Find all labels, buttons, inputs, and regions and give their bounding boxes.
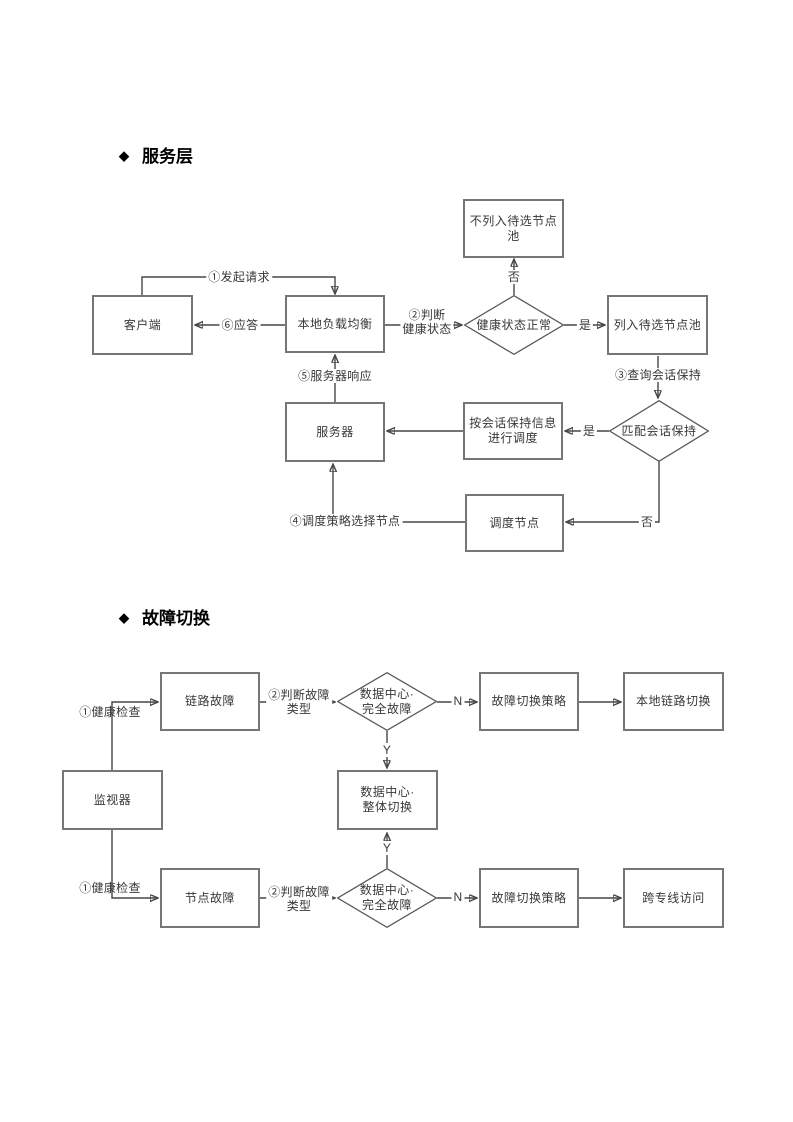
- edge-label-server-response: ⑤服务器响应: [296, 369, 374, 383]
- edge-label-no-match: 否: [638, 515, 656, 529]
- node-health-status-diamond: 健康状态正常: [464, 295, 564, 355]
- node-label: 健康状态正常: [476, 317, 552, 332]
- node-listed-pool: 列入待选节点池: [607, 295, 708, 355]
- edge-match-no-to-schedule-node: [566, 461, 660, 522]
- node-failover-strategy-top: 故障切换策略: [479, 672, 579, 731]
- diamond-shape-icon: [609, 400, 709, 462]
- node-dc-overall-switch: 数据中心· 整体切换: [337, 770, 438, 830]
- node-label: 列入待选节点池: [613, 317, 702, 332]
- edge-label-yes-health: 是: [576, 318, 594, 332]
- section-heading-service-layer: ◆ 服务层: [119, 142, 193, 167]
- edge-monitor-to-link-failure: [111, 702, 158, 770]
- node-server: 服务器: [285, 402, 385, 462]
- node-label: 链路故障: [184, 694, 235, 708]
- node-label: 故障切换策略: [491, 694, 567, 708]
- node-client: 客户端: [92, 295, 193, 355]
- edge-label-initiate-request: ①发起请求: [206, 270, 272, 284]
- edge-label-health-check-top: ①健康检查: [79, 705, 141, 719]
- node-schedule-by-session: 按会话保持信息 进行调度: [463, 402, 563, 460]
- node-label: 节点故障: [184, 890, 235, 905]
- diamond-bullet-icon: ◆: [119, 148, 129, 163]
- edge-label-n-top: N: [451, 694, 465, 708]
- edge-label-judge-fault-top: ②判断故障 类型: [266, 688, 332, 716]
- node-label: 客户端: [123, 317, 162, 332]
- node-dc-full-failure-diamond-top: 数据中心· 完全故障: [337, 672, 437, 731]
- node-label: 不列入待选节点池: [469, 213, 558, 243]
- node-label: 调度节点: [489, 515, 540, 530]
- edge-label-query-session: ③查询会话保持: [612, 368, 704, 382]
- node-cross-line-access: 跨专线访问: [623, 868, 724, 928]
- section-title: 服务层: [142, 147, 193, 166]
- node-link-failure: 链路故障: [160, 672, 260, 731]
- section-title: 故障切换: [142, 609, 210, 628]
- node-local-link-switch: 本地链路切换: [623, 672, 724, 731]
- node-monitor: 监视器: [62, 770, 163, 830]
- node-label: 数据中心· 完全故障: [359, 686, 415, 716]
- node-label: 故障切换策略: [491, 890, 567, 905]
- node-local-load-balancer: 本地负载均衡: [285, 295, 385, 353]
- node-failover-strategy-bottom: 故障切换策略: [479, 868, 579, 928]
- edge-label-n-bottom: N: [451, 890, 465, 904]
- edge-label-schedule-strategy: ④调度策略选择节点: [287, 514, 403, 528]
- edge-monitor-to-node-failure: [111, 830, 158, 898]
- edge-label-y-top: Y: [380, 743, 394, 757]
- edge-label-y-bottom: Y: [380, 841, 394, 855]
- diamond-shape-icon: [337, 868, 437, 928]
- node-label: 匹配会话保持: [621, 423, 697, 438]
- node-label: 监视器: [93, 792, 132, 807]
- node-not-listed-pool: 不列入待选节点池: [463, 199, 564, 258]
- node-label: 本地负载均衡: [297, 316, 373, 331]
- node-label: 数据中心· 完全故障: [359, 883, 415, 912]
- section-heading-failover: ◆ 故障切换: [119, 604, 210, 629]
- edge-label-health-check-bottom: ①健康检查: [79, 881, 141, 895]
- diamond-shape-icon: [337, 672, 437, 731]
- diamond-bullet-icon: ◆: [119, 610, 129, 625]
- edge-label-yes-match: 是: [580, 424, 598, 438]
- node-label: 本地链路切换: [635, 694, 711, 708]
- diamond-shape-icon: [464, 295, 564, 355]
- node-match-session-diamond: 匹配会话保持: [609, 400, 709, 462]
- node-dc-full-failure-diamond-bottom: 数据中心· 完全故障: [337, 868, 437, 928]
- edge-label-judge-fault-bottom: ②判断故障 类型: [266, 885, 332, 913]
- node-label: 数据中心· 整体切换: [360, 785, 415, 814]
- node-node-failure: 节点故障: [160, 868, 260, 928]
- node-label: 跨专线访问: [642, 890, 705, 905]
- edge-label-no-health: 否: [505, 270, 523, 284]
- node-schedule-node: 调度节点: [465, 494, 564, 552]
- edge-label-judge-health: ②判断 健康状态: [400, 308, 454, 336]
- edge-label-reply: ⑥应答: [219, 318, 261, 332]
- node-label: 服务器: [316, 424, 354, 439]
- node-label: 按会话保持信息 进行调度: [469, 416, 557, 445]
